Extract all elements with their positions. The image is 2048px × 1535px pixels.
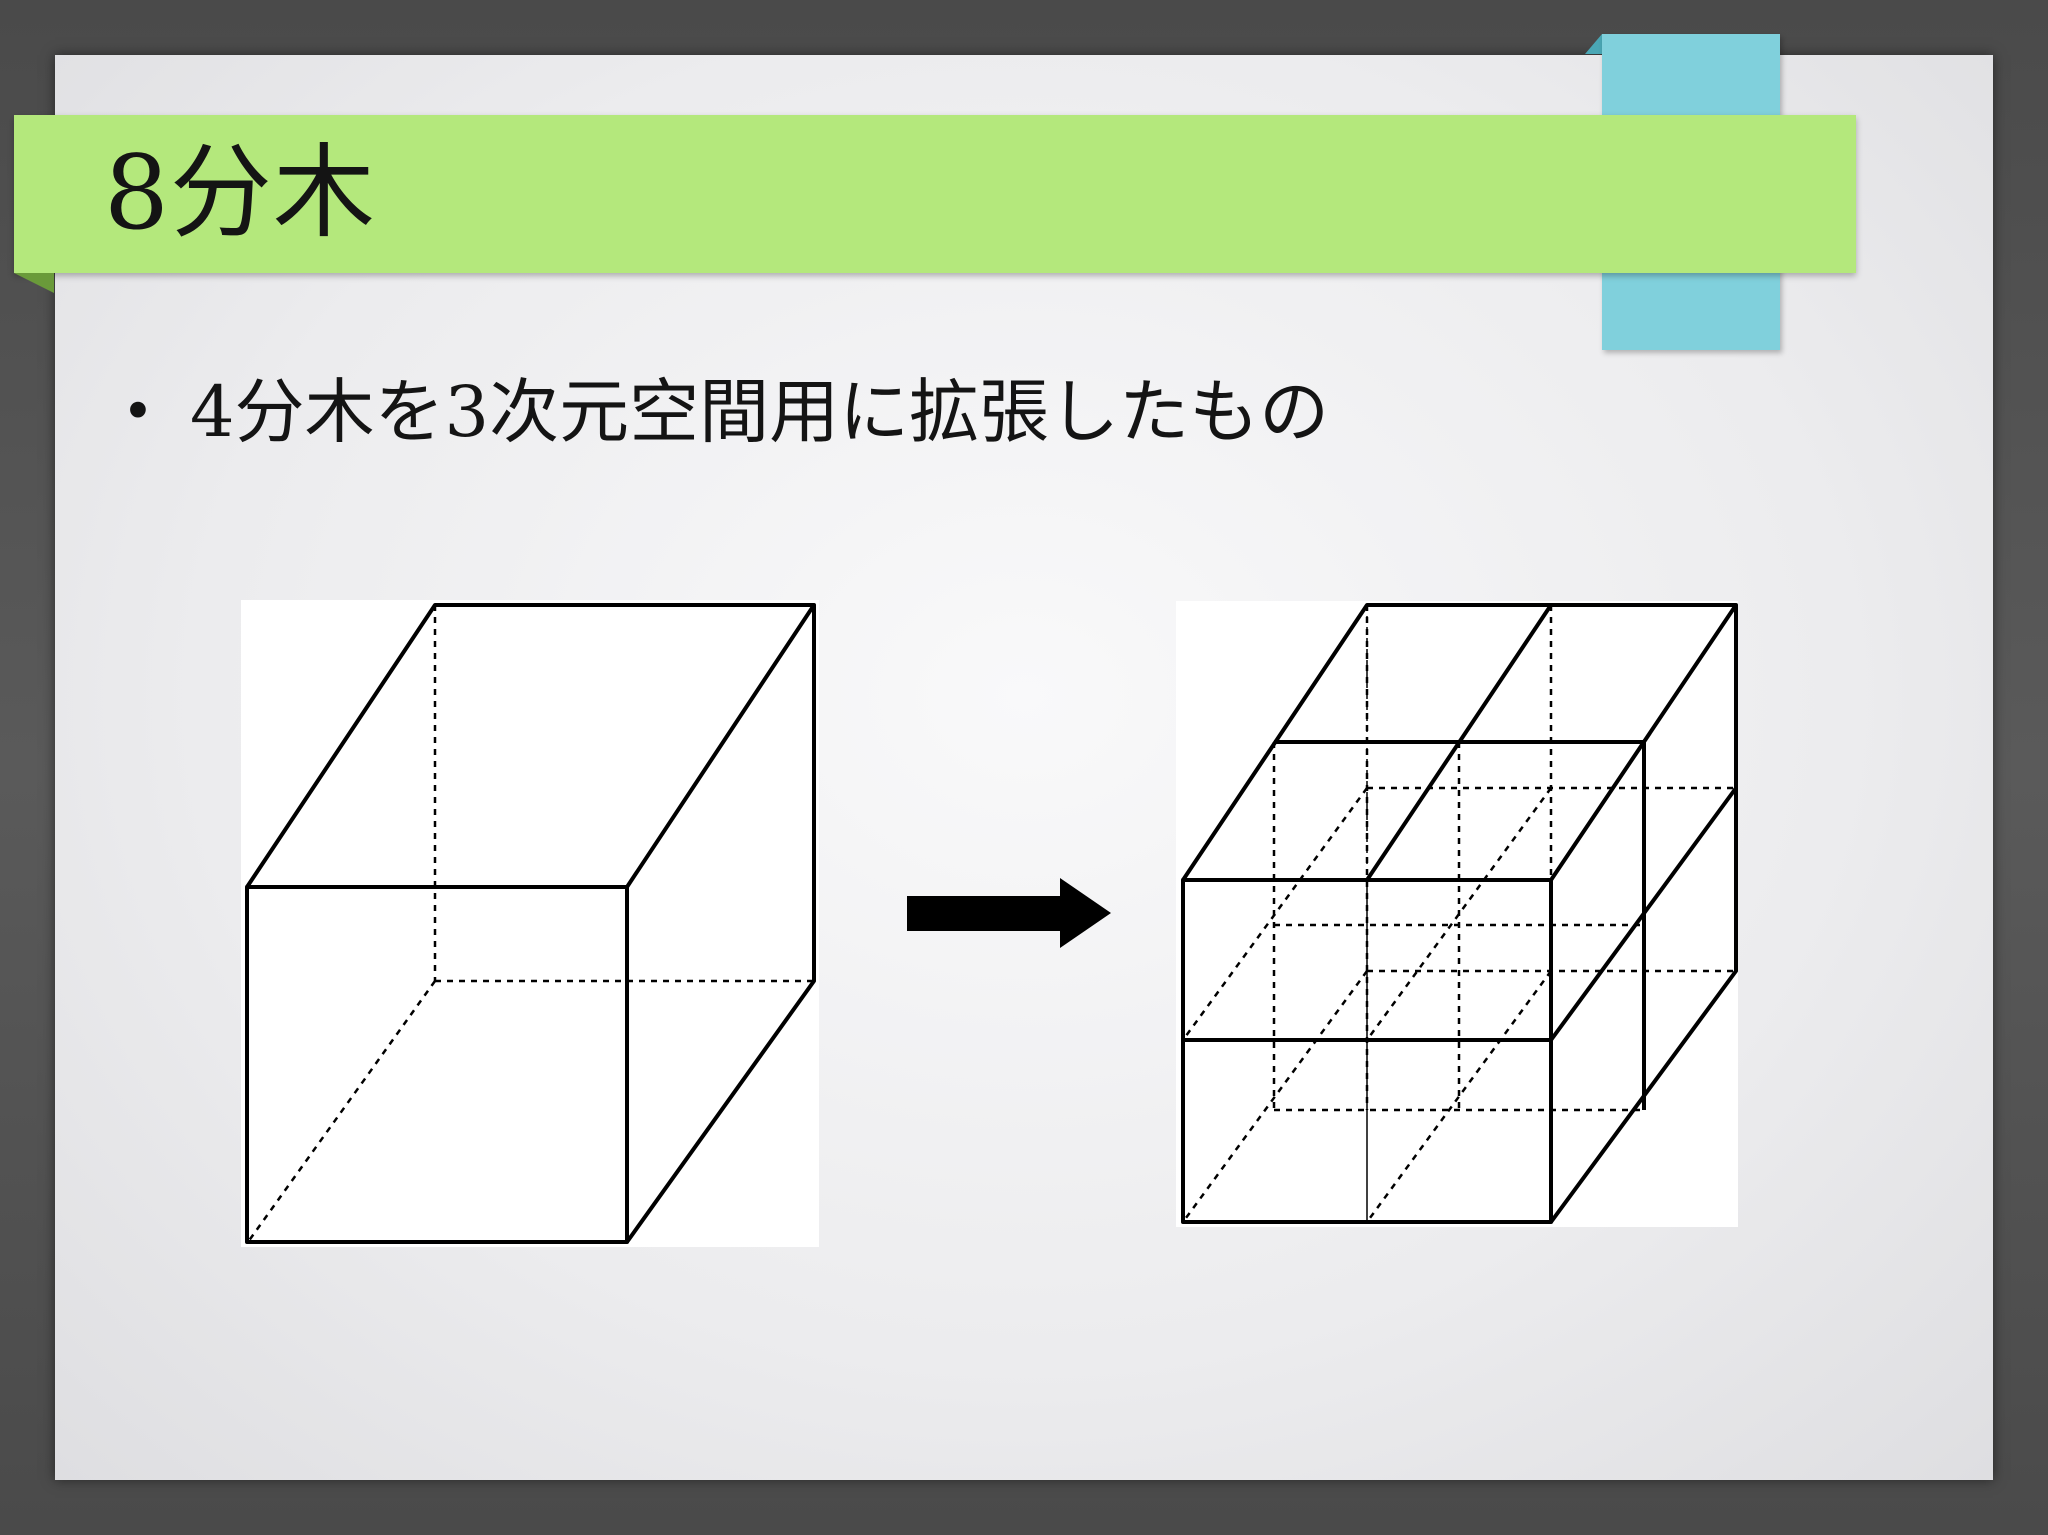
title-band bbox=[14, 115, 1856, 273]
single-cube bbox=[241, 600, 819, 1247]
subdivided-cube bbox=[1176, 601, 1738, 1227]
visible-edges bbox=[245, 603, 816, 1244]
title-band-fold bbox=[14, 273, 54, 293]
slide-title: 8分木 bbox=[104, 134, 376, 253]
cube-background bbox=[1176, 601, 1738, 1227]
right-arrow-icon bbox=[907, 878, 1111, 948]
bullet-text: 4分木を3次元空間用に拡張したもの bbox=[190, 371, 1330, 453]
visible-edges bbox=[1181, 603, 1738, 1224]
bullet-item: • 4分木を3次元空間用に拡張したもの bbox=[122, 362, 1329, 462]
accent-tab-fold bbox=[1585, 34, 1602, 54]
hidden-edges bbox=[246, 605, 814, 1243]
bullet-marker: • bbox=[122, 380, 154, 443]
cube-background bbox=[241, 600, 819, 1247]
